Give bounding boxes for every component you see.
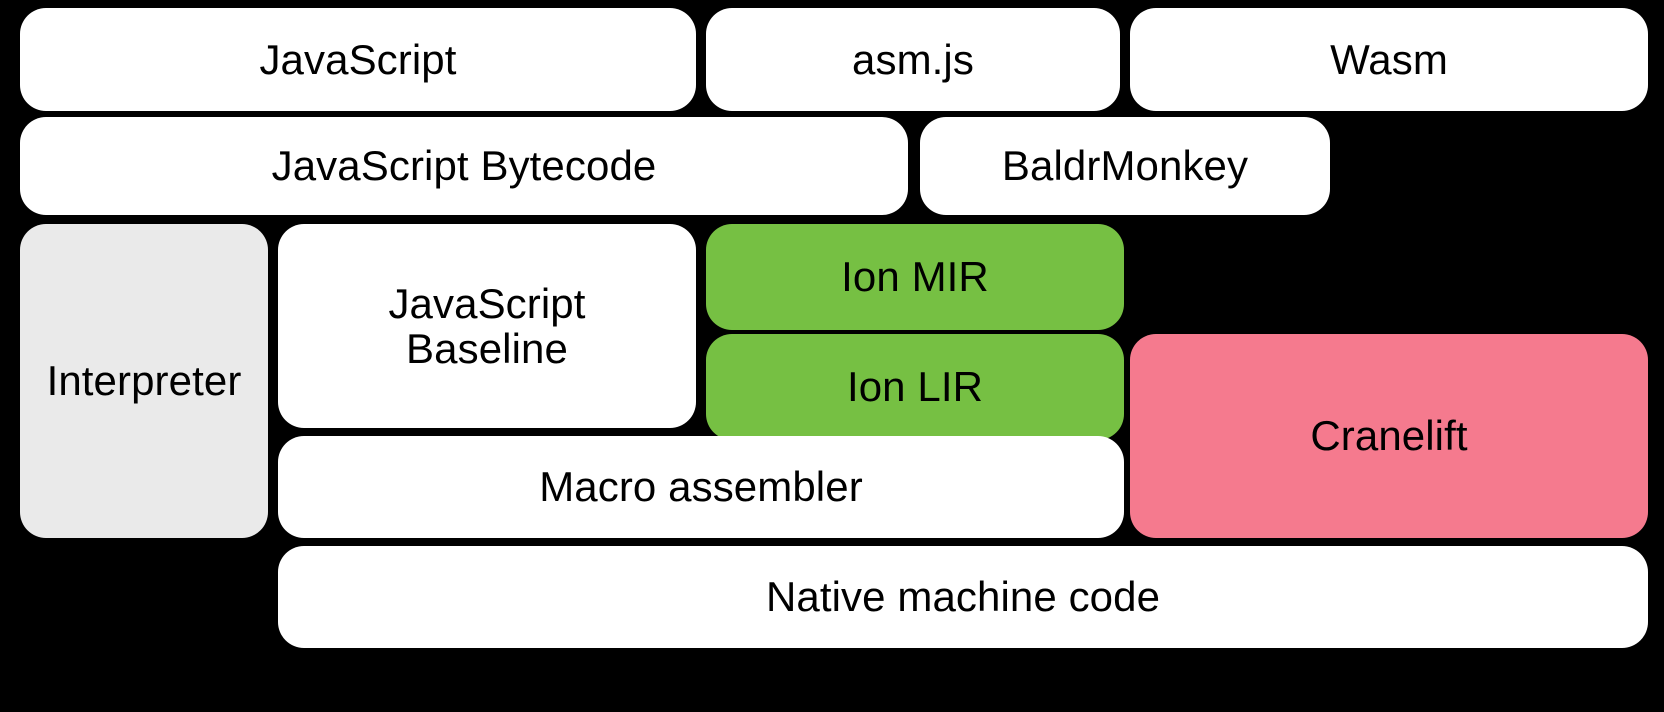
node-macro-assembler[interactable]: Macro assembler: [278, 436, 1124, 538]
node-cranelift[interactable]: Cranelift: [1130, 334, 1648, 538]
node-javascript-label: JavaScript: [259, 35, 457, 83]
node-asm-js[interactable]: asm.js: [706, 8, 1120, 111]
node-javascript-bytecode-label: JavaScript Bytecode: [271, 142, 657, 190]
node-cranelift-label: Cranelift: [1310, 412, 1468, 460]
node-macro-assembler-label: Macro assembler: [539, 463, 863, 511]
node-javascript-baseline[interactable]: JavaScript Baseline: [278, 224, 696, 428]
node-wasm-label: Wasm: [1330, 35, 1448, 83]
node-native-machine-code-label: Native machine code: [765, 573, 1161, 621]
node-interpreter[interactable]: Interpreter: [20, 224, 268, 538]
node-javascript-baseline-label: JavaScript Baseline: [388, 279, 586, 372]
node-ion-lir-label: Ion LIR: [846, 363, 984, 411]
node-javascript-bytecode[interactable]: JavaScript Bytecode: [20, 117, 908, 215]
node-ion-lir[interactable]: Ion LIR: [706, 334, 1124, 440]
node-javascript[interactable]: JavaScript: [20, 8, 696, 111]
node-wasm[interactable]: Wasm: [1130, 8, 1648, 111]
node-baldrmonkey[interactable]: BaldrMonkey: [920, 117, 1330, 215]
node-interpreter-label: Interpreter: [46, 357, 242, 405]
node-ion-mir-label: Ion MIR: [841, 253, 989, 301]
node-native-machine-code[interactable]: Native machine code: [278, 546, 1648, 648]
node-ion-mir[interactable]: Ion MIR: [706, 224, 1124, 330]
node-baldrmonkey-label: BaldrMonkey: [1001, 142, 1249, 190]
node-asm-js-label: asm.js: [852, 35, 974, 83]
